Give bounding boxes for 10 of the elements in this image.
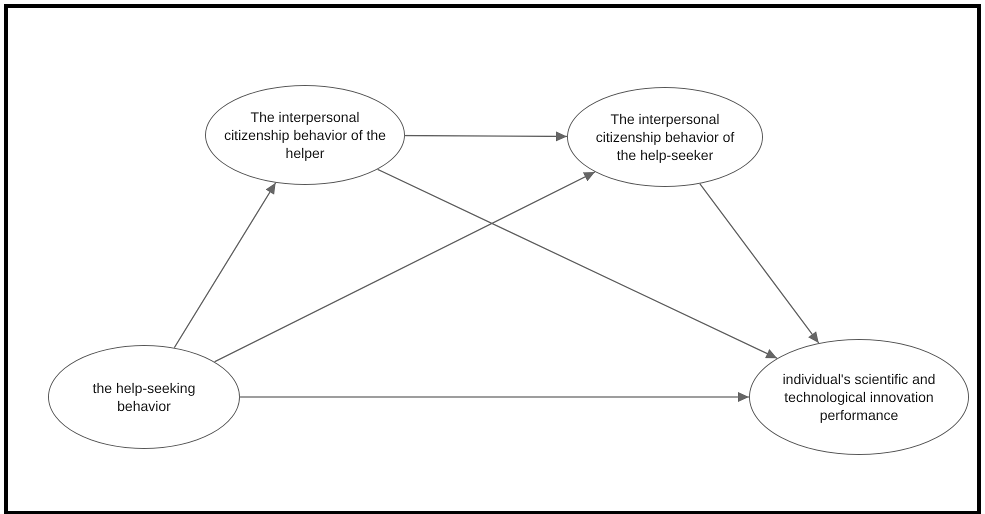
node-label: individual's scientific and technological innovation performance	[782, 370, 936, 424]
arrow	[214, 171, 596, 362]
arrow	[699, 183, 820, 344]
arrow	[405, 131, 567, 142]
node-label: the help-seeking behavior	[92, 378, 196, 416]
arrow	[240, 392, 749, 402]
arrow	[174, 182, 276, 348]
arrow	[377, 168, 778, 359]
node-label: The interpersonal citizenship behavior of the helper	[224, 108, 386, 162]
node-label: The interpersonal citizenship behavior of the help-seeker	[594, 110, 736, 164]
